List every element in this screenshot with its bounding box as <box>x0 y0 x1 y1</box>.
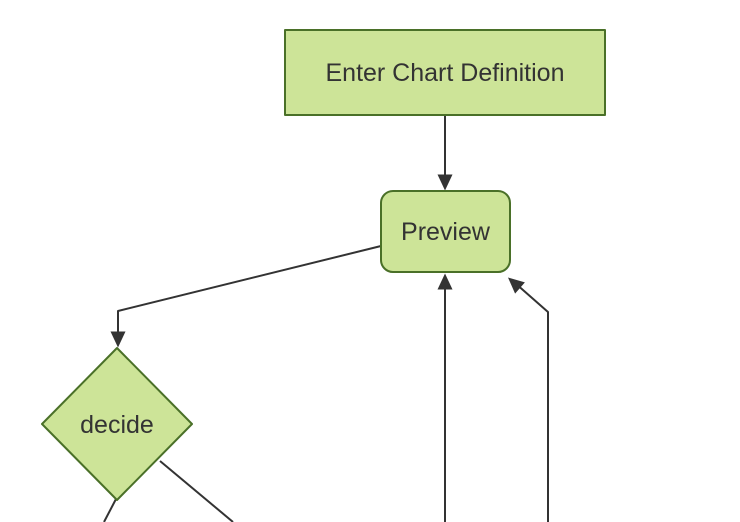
edge-decide-to-bottom-right <box>159 460 234 522</box>
edge-preview-to-decide <box>110 245 382 348</box>
node-preview: Preview <box>380 190 511 273</box>
edge-decide-to-bottom-left <box>103 498 117 522</box>
node-decide: decide <box>41 347 193 501</box>
arrowhead-down-icon <box>110 331 126 348</box>
edge-line <box>518 285 549 522</box>
node-rounded-rectangle <box>380 190 511 273</box>
arrowhead-up-left-icon <box>508 277 525 294</box>
node-diamond <box>41 347 193 501</box>
edge-line <box>117 245 382 332</box>
arrowhead-down-icon <box>437 174 453 191</box>
node-label: decide <box>80 411 154 439</box>
node-rectangle <box>284 29 606 116</box>
node-enter-chart-definition: Enter Chart Definition <box>284 29 606 116</box>
node-label: Preview <box>401 218 491 246</box>
edge-line <box>159 460 234 522</box>
edge-line <box>103 498 117 522</box>
edge-bottom-right-to-preview <box>508 277 549 522</box>
edge-enter-to-preview <box>437 115 453 191</box>
arrowhead-up-icon <box>437 273 453 290</box>
edge-bottom-center-to-preview <box>437 273 453 522</box>
node-label: Enter Chart Definition <box>325 59 564 87</box>
